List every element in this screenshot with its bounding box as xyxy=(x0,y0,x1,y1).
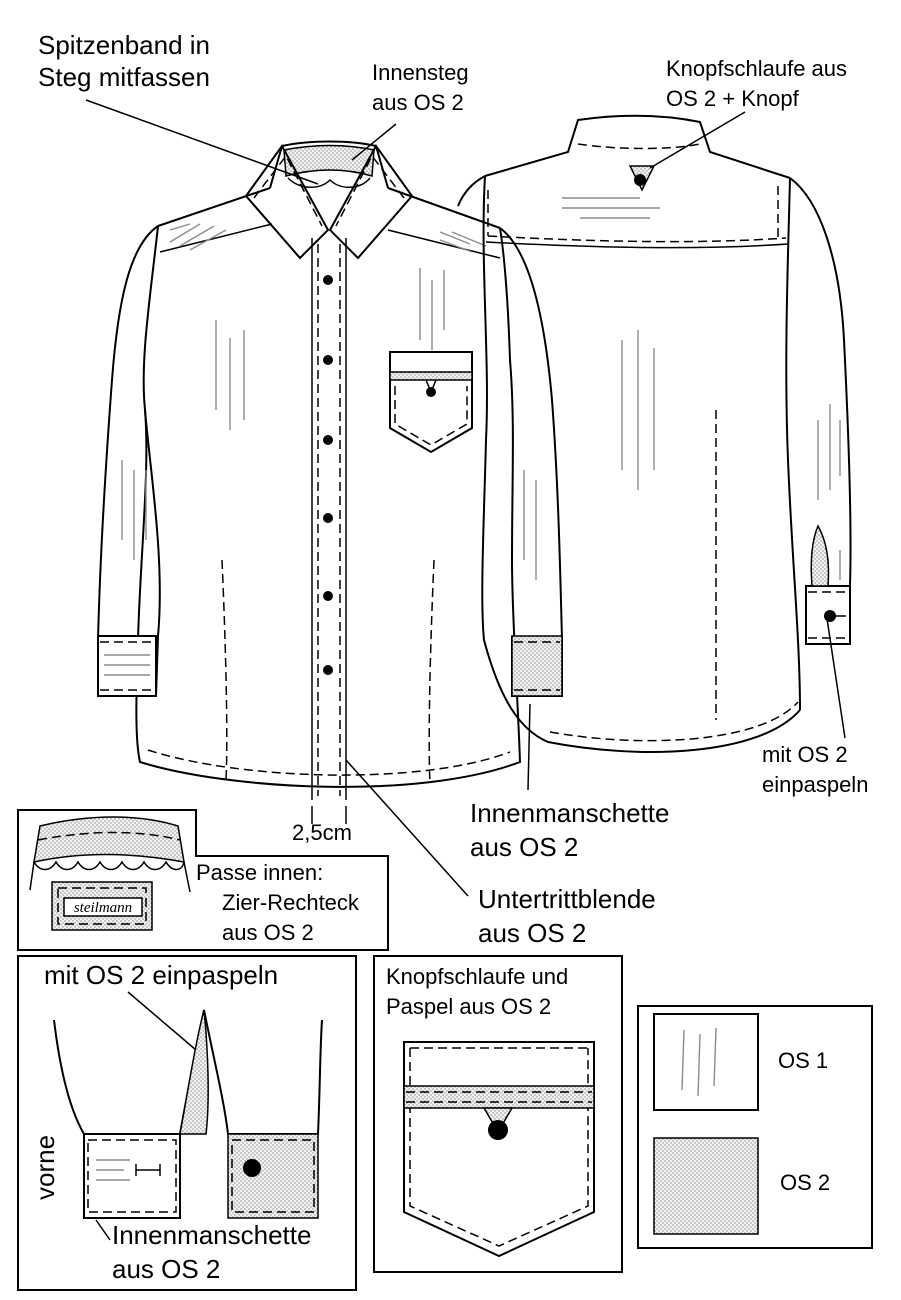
legend-box: OS 1 OS 2 xyxy=(637,1005,873,1249)
pocket-piping xyxy=(403,1085,595,1109)
brand-tag-text: steilmann xyxy=(74,900,132,916)
callout-leaders xyxy=(85,99,846,905)
shirt-front-view xyxy=(97,140,563,800)
shirt-back-view xyxy=(457,114,852,753)
label-yoke-inside-2: Zier-Rechteck xyxy=(222,890,360,915)
cuff-front-detail xyxy=(83,1133,181,1219)
label-piping-detail: mit OS 2 einpaspeln xyxy=(44,960,278,990)
label-vorne: vorne xyxy=(30,1135,60,1200)
back-cuff-button xyxy=(824,610,836,622)
label-inner-cuff-2: aus OS 2 xyxy=(470,832,578,862)
legend-label-os2: OS 2 xyxy=(780,1170,830,1195)
label-yoke-inside-1: Passe innen: xyxy=(196,860,323,885)
front-button-5 xyxy=(323,591,333,601)
legend-swatch-os1 xyxy=(653,1013,759,1111)
label-piping-back-2: einpaspeln xyxy=(762,772,868,797)
front-right-inner-cuff xyxy=(511,635,563,697)
front-chest-pocket xyxy=(389,351,473,454)
label-inner-band-1: Innensteg xyxy=(372,60,469,85)
label-yoke-inside-3: aus OS 2 xyxy=(222,920,314,945)
front-button-3 xyxy=(323,435,333,445)
front-button-4 xyxy=(323,513,333,523)
label-piping-back-1: mit OS 2 xyxy=(762,742,848,767)
label-underlap-2: aus OS 2 xyxy=(478,918,586,948)
label-inner-cuff-1: Innenmanschette xyxy=(470,798,669,828)
legend-swatch-os2 xyxy=(653,1137,759,1235)
label-lace-1: Spitzenband in xyxy=(38,30,210,60)
front-left-cuff xyxy=(97,635,157,697)
front-button-1 xyxy=(323,275,333,285)
cuff-inner-detail xyxy=(227,1133,319,1219)
pocket-detail-button xyxy=(488,1120,508,1140)
label-lace-2: Steg mitfassen xyxy=(38,62,210,92)
cuff-detail-button xyxy=(243,1159,261,1177)
back-loop-button xyxy=(634,174,646,186)
label-pocket-detail-2: Paspel aus OS 2 xyxy=(386,994,551,1019)
label-button-loop-back-1: Knopfschlaufe aus xyxy=(666,56,847,81)
label-button-loop-back-2: OS 2 + Knopf xyxy=(666,86,800,111)
label-pocket-detail-1: Knopfschlaufe und xyxy=(386,964,568,989)
yoke-inside-detail: steilmann Passe innen: Zier-Rechteck aus… xyxy=(17,809,389,951)
legend-label-os1: OS 1 xyxy=(778,1048,828,1073)
front-button-6 xyxy=(323,665,333,675)
label-inner-band-2: aus OS 2 xyxy=(372,90,464,115)
label-inner-cuff-detail-1: Innenmanschette xyxy=(112,1220,311,1250)
pocket-detail-box: Knopfschlaufe und Paspel aus OS 2 xyxy=(373,955,623,1273)
cuff-detail-box: mit OS 2 einpaspeln vorne Innenmanschett… xyxy=(17,955,357,1291)
label-underlap-1: Untertrittblende xyxy=(478,884,656,914)
label-inner-cuff-detail-2: aus OS 2 xyxy=(112,1254,220,1284)
label-placket-width: 2,5cm xyxy=(292,820,352,845)
front-button-2 xyxy=(323,355,333,365)
